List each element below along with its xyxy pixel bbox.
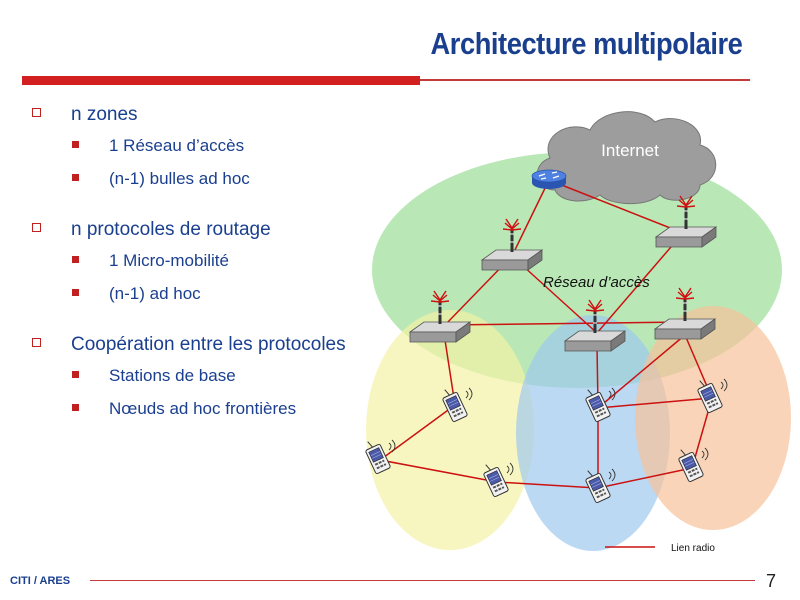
sub-bullet: Stations de base [30,359,370,392]
filled-square-icon [72,289,79,296]
title-accent-bar [22,76,420,85]
sub-bullet: (n-1) ad hoc [30,277,370,310]
square-bullet-icon [32,223,41,232]
square-bullet-icon [32,108,41,117]
square-bullet-icon [32,338,41,347]
sub-bullet: Nœuds ad hoc frontières [30,392,370,425]
access-network-label: Réseau d’accès [543,274,650,291]
filled-square-icon [72,256,79,263]
adhoc-bubble-yellow [366,310,534,550]
internet-cloud: Internet [536,111,717,205]
footer-text: CITI / ARES [10,575,71,587]
sub-bullet: 1 Réseau d’accès [30,129,370,162]
internet-label: Internet [601,141,659,160]
adhoc-bubble-blue [516,315,670,551]
footer-rule [90,580,755,581]
slide-title: Architecture multipolaire [430,26,742,61]
filled-square-icon [72,404,79,411]
page-number: 7 [765,571,776,591]
adhoc-bubble-orange [635,306,791,530]
bullet-list: n zones 1 Réseau d’accès (n-1) bulles ad… [30,100,370,425]
filled-square-icon [72,141,79,148]
sub-bullet: (n-1) bulles ad hoc [30,162,370,195]
sub-bullet: 1 Micro-mobilité [30,244,370,277]
legend-label: Lien radio [671,543,715,554]
bullet-routing-protocols: n protocoles de routage [30,215,370,244]
legend: Lien radio [605,543,715,554]
router-icon [531,169,567,189]
bullet-cooperation: Coopération entre les protocoles [30,330,370,359]
filled-square-icon [72,174,79,181]
bullet-zones: n zones [30,100,370,129]
filled-square-icon [72,371,79,378]
